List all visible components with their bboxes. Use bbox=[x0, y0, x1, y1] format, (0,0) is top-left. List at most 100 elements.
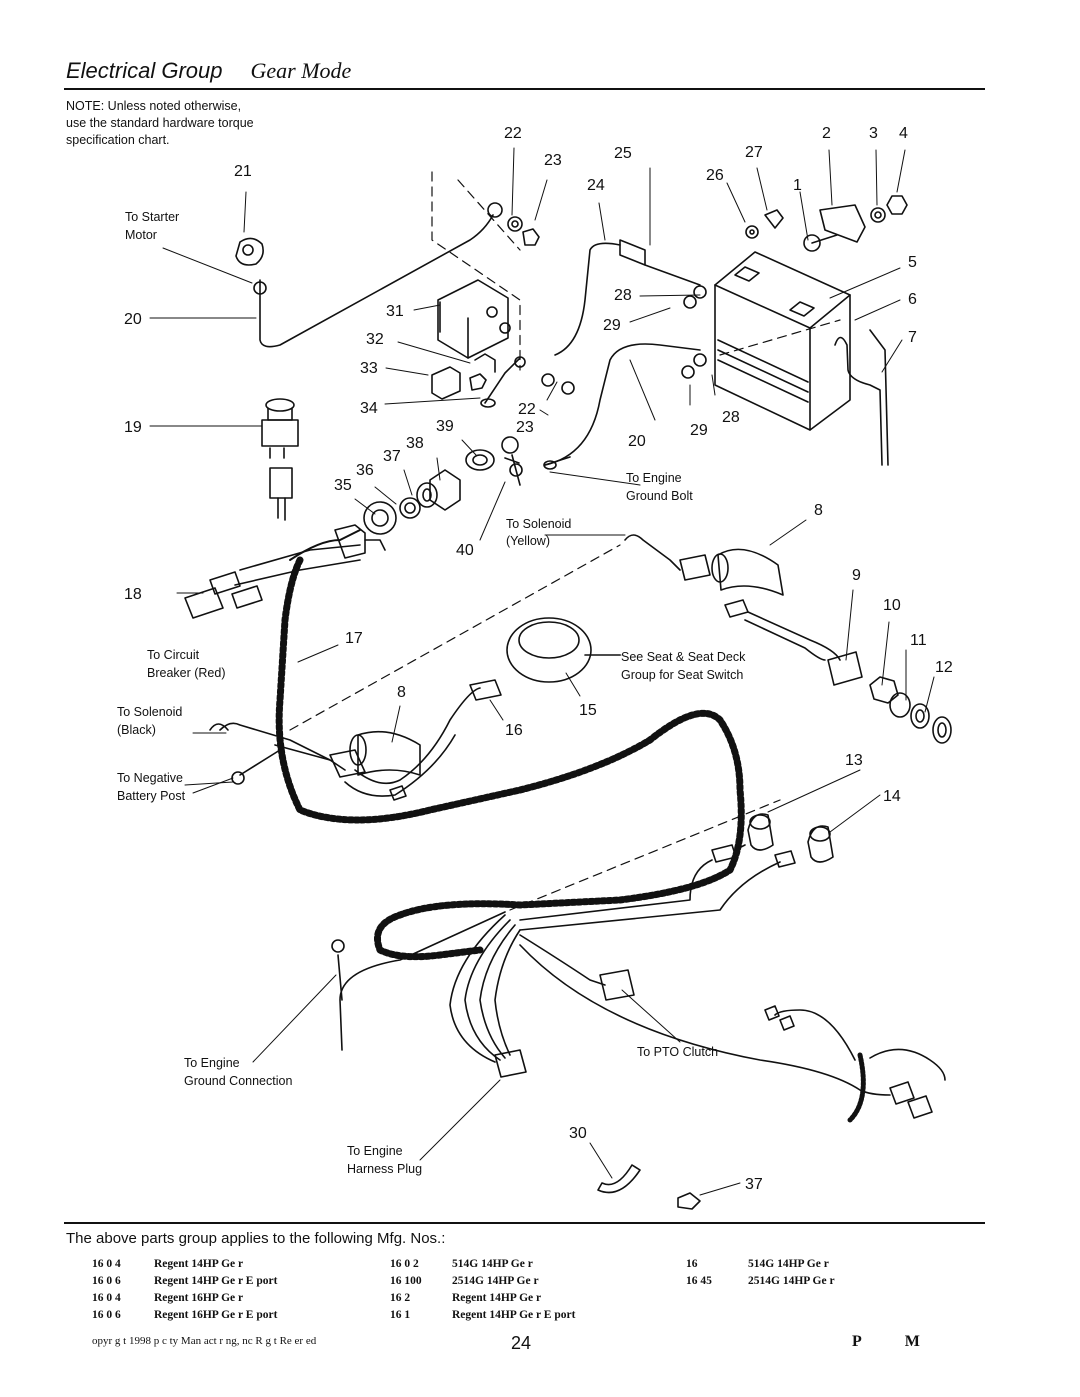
callout-2: 2 bbox=[822, 125, 831, 142]
callout-20: 20 bbox=[124, 311, 142, 328]
leader-lines bbox=[149, 147, 935, 1196]
callout-8b: 8 bbox=[397, 684, 406, 701]
label-solenoid-black: To Solenoid bbox=[117, 705, 182, 719]
callout-25: 25 bbox=[614, 145, 632, 162]
callout-29: 29 bbox=[603, 317, 621, 334]
label-seat-group: See Seat & Seat Deck bbox=[621, 650, 746, 664]
cable-tie bbox=[597, 1164, 701, 1210]
callout-23: 23 bbox=[544, 152, 562, 169]
title-main: Electrical Group bbox=[66, 58, 223, 83]
callout-40: 40 bbox=[456, 542, 474, 559]
label-solenoid-yellow: To Solenoid bbox=[506, 517, 571, 531]
ignition-switch bbox=[363, 436, 523, 535]
callout-11: 11 bbox=[910, 632, 927, 649]
label-engine-harness-plug: Harness Plug bbox=[347, 1162, 422, 1176]
callout-15: 15 bbox=[579, 702, 597, 719]
label-negative-battery: To Negative bbox=[117, 771, 183, 785]
battery-cable bbox=[514, 239, 707, 470]
label-engine-harness-plug: To Engine bbox=[347, 1144, 403, 1158]
label-circuit-breaker: To Circuit bbox=[147, 648, 200, 662]
callout-1: 1 bbox=[793, 177, 802, 194]
label-engine-ground-connection: To Engine bbox=[184, 1056, 240, 1070]
page-footer: opyr g t 1998 p c ty Man act r ng, nc R … bbox=[0, 1333, 1080, 1355]
note-line: NOTE: Unless noted otherwise, bbox=[66, 99, 242, 113]
callout-17: 17 bbox=[345, 630, 363, 647]
label-to-starter: Motor bbox=[125, 228, 157, 242]
page-number: 24 bbox=[511, 1333, 532, 1353]
callout-24: 24 bbox=[587, 177, 605, 194]
copyright-text: opyr g t 1998 p c ty Man act r ng, nc R … bbox=[92, 1335, 317, 1347]
callout-31: 31 bbox=[386, 303, 404, 320]
pto-switch bbox=[261, 398, 299, 521]
electrical-parts-diagram: 22 23 25 27 2 3 4 24 26 1 21 5 28 6 20 3… bbox=[117, 125, 953, 1210]
callout-39: 39 bbox=[436, 418, 454, 435]
callout-16: 16 bbox=[505, 722, 523, 739]
callout-6: 6 bbox=[908, 291, 917, 308]
callout-12: 12 bbox=[935, 659, 953, 676]
header-rule bbox=[64, 88, 985, 90]
hardware-10-12 bbox=[869, 676, 952, 744]
callout-21: 21 bbox=[234, 163, 252, 180]
callout-28b: 28 bbox=[722, 409, 740, 426]
callout-34: 34 bbox=[360, 400, 378, 417]
callout-28: 28 bbox=[614, 287, 632, 304]
label-negative-battery: Battery Post bbox=[117, 789, 186, 803]
label-solenoid-black: (Black) bbox=[117, 723, 156, 737]
callout-26: 26 bbox=[706, 167, 724, 184]
page-title: Electrical Group Gear Mode bbox=[66, 58, 351, 84]
callout-4: 4 bbox=[899, 125, 908, 142]
label-seat-group: Group for Seat Switch bbox=[621, 668, 743, 682]
lower-harness bbox=[209, 679, 502, 801]
callout-10: 10 bbox=[883, 597, 901, 614]
callout-38: 38 bbox=[406, 435, 424, 452]
callout-27: 27 bbox=[745, 144, 763, 161]
callout-9: 9 bbox=[852, 567, 861, 584]
callout-32: 32 bbox=[366, 331, 384, 348]
callout-13: 13 bbox=[845, 752, 863, 769]
label-engine-ground-bolt: Ground Bolt bbox=[626, 489, 693, 503]
nut-washer-22-23 bbox=[507, 216, 540, 246]
label-engine-ground-connection: Ground Connection bbox=[184, 1074, 292, 1088]
callout-37: 37 bbox=[383, 448, 401, 465]
applies-caption: The above parts group applies to the fol… bbox=[66, 1230, 446, 1247]
clutch-solenoids bbox=[519, 813, 834, 931]
callout-7: 7 bbox=[908, 329, 917, 346]
assembly-dashed-lines bbox=[289, 171, 841, 911]
callout-19: 19 bbox=[124, 419, 142, 436]
callout-18: 18 bbox=[124, 586, 142, 603]
text-labels: To Starter Motor To Engine Ground Bolt T… bbox=[117, 210, 746, 1176]
starter-solenoid bbox=[437, 279, 511, 373]
callout-22: 22 bbox=[504, 125, 522, 142]
label-pto-clutch: To PTO Clutch bbox=[637, 1045, 718, 1059]
callout-8: 8 bbox=[814, 502, 823, 519]
note-line: use the standard hardware torque bbox=[66, 115, 254, 130]
callout-36: 36 bbox=[356, 462, 374, 479]
callout-20b: 20 bbox=[628, 433, 646, 450]
main-harness bbox=[184, 524, 745, 961]
label-to-starter: To Starter bbox=[125, 210, 179, 224]
battery-hardware bbox=[745, 195, 908, 252]
harness-branches bbox=[331, 911, 946, 1123]
callout-numbers: 22 23 25 27 2 3 4 24 26 1 21 5 28 6 20 3… bbox=[124, 125, 953, 1193]
diode-right bbox=[711, 548, 784, 596]
callout-33: 33 bbox=[360, 360, 378, 377]
callout-23b: 23 bbox=[516, 419, 534, 436]
starter-cable bbox=[235, 202, 503, 348]
note-line: specification chart. bbox=[66, 132, 170, 147]
title-sub: Gear Mode bbox=[250, 58, 352, 83]
battery bbox=[714, 204, 889, 466]
label-circuit-breaker: Breaker (Red) bbox=[147, 666, 226, 680]
